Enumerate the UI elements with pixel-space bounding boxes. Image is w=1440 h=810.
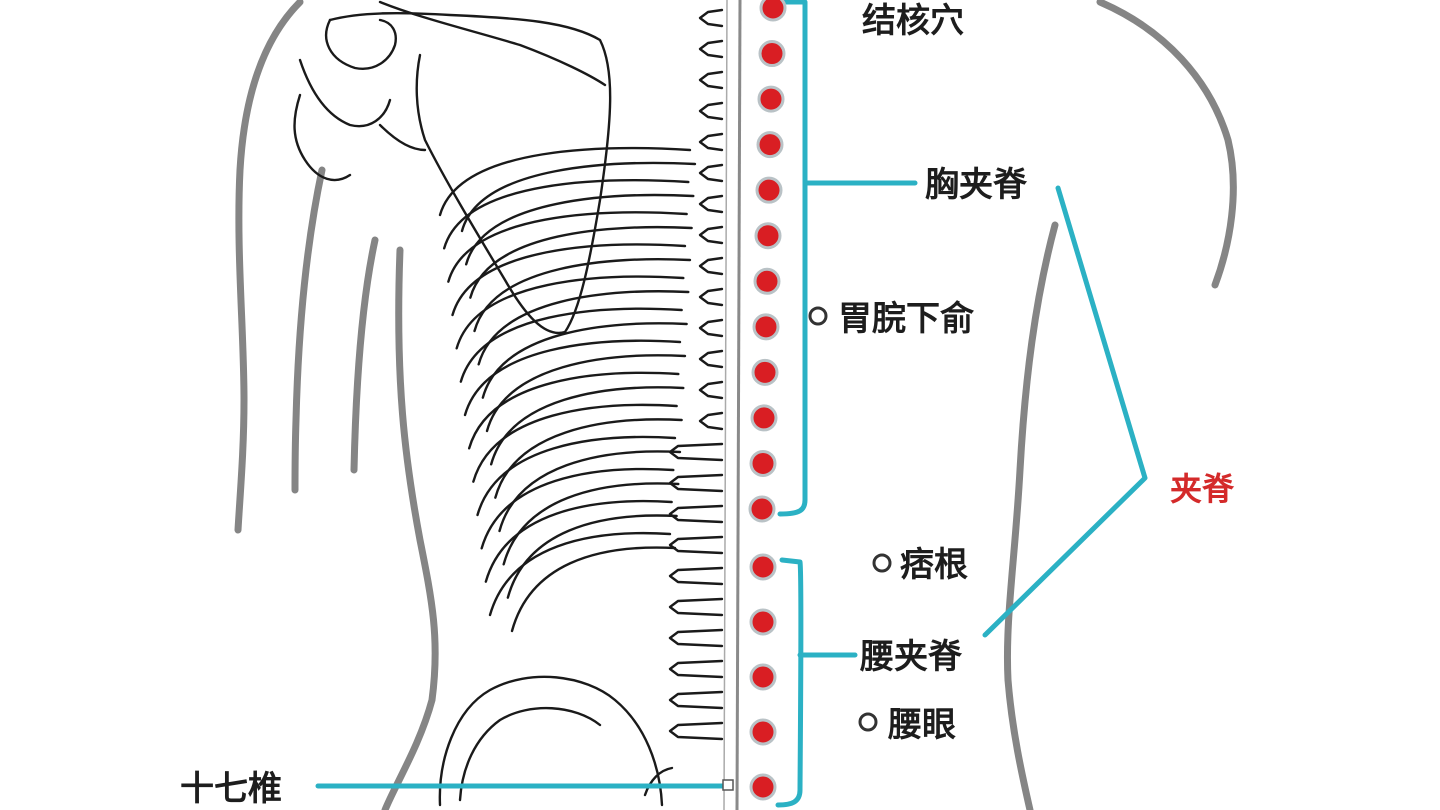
vertebra-process xyxy=(698,8,724,28)
vertebra-process xyxy=(698,163,724,183)
vertebra-process xyxy=(668,690,724,710)
rib-line xyxy=(488,531,672,617)
label-lumbar-jiaji: 腰夹脊 xyxy=(860,637,963,677)
thoracic-bracket xyxy=(777,0,808,517)
acupoint-markers xyxy=(748,0,787,801)
rib-line xyxy=(472,403,678,483)
spine-midline xyxy=(723,0,742,810)
rib-line xyxy=(455,275,685,350)
jiaji-leader xyxy=(982,185,1148,638)
thoracic-jiaji-point xyxy=(754,222,782,250)
label-yaoyan: 腰眼 xyxy=(888,705,956,745)
rib-line xyxy=(438,146,692,217)
label-jiaji: 夹脊 xyxy=(1170,470,1235,508)
rib-line xyxy=(447,211,688,283)
rib-line xyxy=(498,450,682,533)
rib-line xyxy=(459,307,683,383)
vertebra-process xyxy=(698,318,724,338)
thoracic-jiaji-point xyxy=(759,0,787,22)
rib-line xyxy=(460,161,697,233)
rib-line xyxy=(442,179,690,250)
vertebra-process xyxy=(698,101,724,121)
rib-line xyxy=(480,467,675,550)
vertebra-process xyxy=(698,39,724,59)
right-torso-contour xyxy=(1003,221,1059,810)
vertebra-process xyxy=(668,504,724,524)
vertebra-process xyxy=(698,349,724,369)
left-arm-second-line xyxy=(350,236,379,474)
thoracic-jiaji-point xyxy=(755,176,783,204)
rib-line xyxy=(451,243,687,317)
vertebra-process xyxy=(668,473,724,493)
rib-line xyxy=(484,499,673,583)
lumbar-jiaji-point xyxy=(749,773,777,801)
thoracic-jiaji-point xyxy=(750,404,778,432)
vertebra-process xyxy=(668,535,724,555)
rib-line xyxy=(476,435,677,517)
thoracic-jiaji-point xyxy=(757,85,785,113)
rib-line xyxy=(477,290,690,366)
rib-line xyxy=(463,339,682,417)
vertebra-process xyxy=(698,411,724,431)
lumbar-jiaji-point xyxy=(749,608,777,636)
leader-lines xyxy=(315,0,1148,808)
thoracic-jiaji-point xyxy=(751,358,779,386)
vertebra-process xyxy=(698,225,724,245)
label-top-point: 结核穴 xyxy=(862,1,964,41)
label-thoracic-jiaji: 胸夹脊 xyxy=(925,165,1028,205)
body-outline xyxy=(234,0,1237,810)
rib-line xyxy=(506,514,678,599)
weiwanxiashu-ring-icon xyxy=(808,306,828,326)
thoracic-jiaji-point xyxy=(748,495,776,523)
lumbar-jiaji-point xyxy=(749,553,777,581)
rib-cage xyxy=(438,146,697,633)
vertebra-process xyxy=(698,380,724,400)
rib-line xyxy=(467,371,680,450)
left-arm-inner-line xyxy=(291,166,326,494)
vertebra-process xyxy=(698,70,724,90)
thoracic-jiaji-point xyxy=(756,131,784,159)
pelvis-outline xyxy=(438,675,674,807)
right-shoulder-contour xyxy=(1096,0,1237,289)
vertebra-process xyxy=(698,132,724,152)
rib-line xyxy=(469,225,693,299)
vertebra-process xyxy=(668,659,724,679)
label-shiqizhui: 十七椎 xyxy=(180,769,282,809)
lumbar-jiaji-point xyxy=(749,718,777,746)
vertebra-process xyxy=(668,628,724,648)
lumbar-bracket xyxy=(775,557,804,808)
thoracic-jiaji-point xyxy=(749,449,777,477)
lumbar-jiaji-point xyxy=(749,663,777,691)
yaoyan-ring-icon xyxy=(858,712,878,732)
vertebra-process xyxy=(698,287,724,307)
thoracic-jiaji-point xyxy=(758,40,786,68)
rib-line xyxy=(494,418,683,499)
vertebra-process xyxy=(668,721,724,741)
vertebra-process xyxy=(698,194,724,214)
vertebra-process xyxy=(668,597,724,617)
left-torso-contour xyxy=(381,246,439,810)
rib-line xyxy=(464,193,695,266)
rib-line xyxy=(489,386,685,466)
spine-transverse-processes xyxy=(668,8,724,741)
pigen-ring-icon xyxy=(872,553,892,573)
label-pigen: 痞根 xyxy=(900,545,968,585)
left-outer-contour xyxy=(234,0,304,534)
scapula-outline xyxy=(293,0,612,335)
vertebra-process xyxy=(698,256,724,276)
rib-line xyxy=(510,546,677,633)
vertebra-process xyxy=(668,566,724,586)
vertebra-process xyxy=(668,442,724,462)
thoracic-jiaji-point xyxy=(752,313,780,341)
label-weiwanxiashu: 胃脘下俞 xyxy=(838,299,975,339)
thoracic-jiaji-point xyxy=(753,267,781,295)
rib-line xyxy=(502,482,680,566)
shiqizhui-marker xyxy=(722,779,734,791)
rib-line xyxy=(473,257,692,333)
